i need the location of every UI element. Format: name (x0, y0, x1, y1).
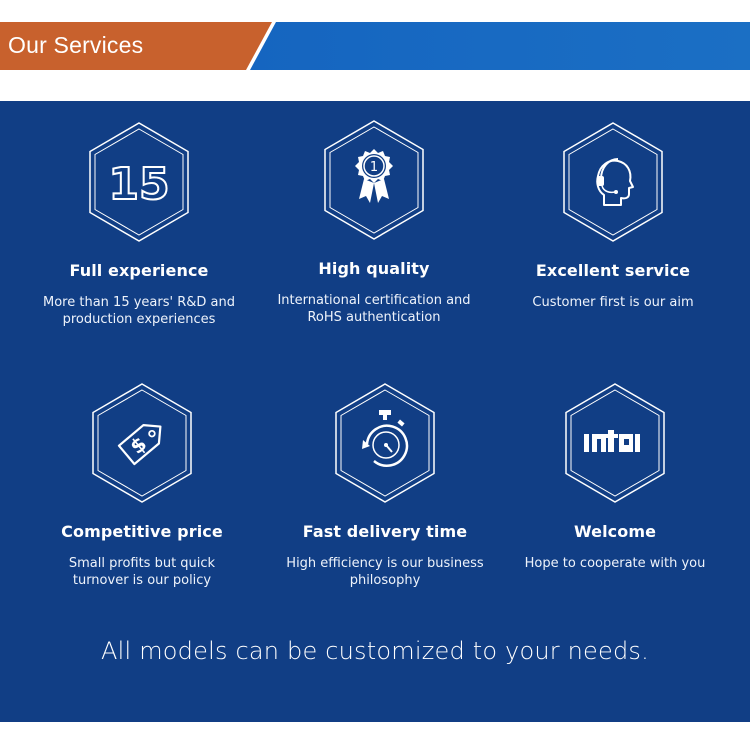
stopwatch-icon (335, 383, 435, 503)
service-full-experience: 15 Full experience More than 15 years' R… (24, 121, 254, 328)
section-header: Our Services (0, 22, 750, 70)
service-name: High quality (318, 259, 430, 278)
section-title: Our Services (8, 32, 144, 58)
service-name: Full experience (69, 261, 209, 280)
headset-agent-icon (563, 122, 663, 242)
service-welcome: Welcome Hope to cooperate with you (500, 382, 730, 572)
service-description: High efficiency is our business philosop… (286, 556, 484, 588)
service-name: Fast delivery time (302, 522, 468, 541)
service-description: Small profits but quick turnover is our … (68, 556, 216, 588)
intai-logo-icon (565, 383, 665, 503)
award-ribbon-icon: 1 (324, 120, 424, 240)
number-15-icon: 15 (89, 122, 189, 242)
service-description: Hope to cooperate with you (524, 556, 706, 571)
service-description: More than 15 years' R&D and production e… (43, 295, 235, 327)
header-blue-band (250, 22, 750, 70)
badge-15-text: 15 (108, 159, 169, 210)
service-description: International certification and RoHS aut… (277, 293, 471, 325)
service-description: Customer first is our aim (532, 295, 694, 310)
service-name: Excellent service (535, 261, 691, 280)
header-orange-band (0, 22, 272, 70)
price-tag-dollar-icon: $ (92, 383, 192, 503)
service-name: Welcome (573, 522, 657, 541)
award-number-text: 1 (370, 160, 378, 175)
service-high-quality: 1 High quality International certificati… (259, 119, 489, 326)
service-competitive-price: $ Competitive price Small profits but qu… (27, 382, 257, 589)
customization-note: All models can be customized to your nee… (101, 637, 649, 665)
service-name: Competitive price (61, 522, 223, 541)
services-panel: 15 Full experience More than 15 years' R… (0, 101, 750, 722)
svg-text:$: $ (125, 432, 151, 459)
service-excellent-service: Excellent service Customer first is our … (498, 121, 728, 311)
service-fast-delivery: Fast delivery time High efficiency is ou… (270, 382, 500, 589)
